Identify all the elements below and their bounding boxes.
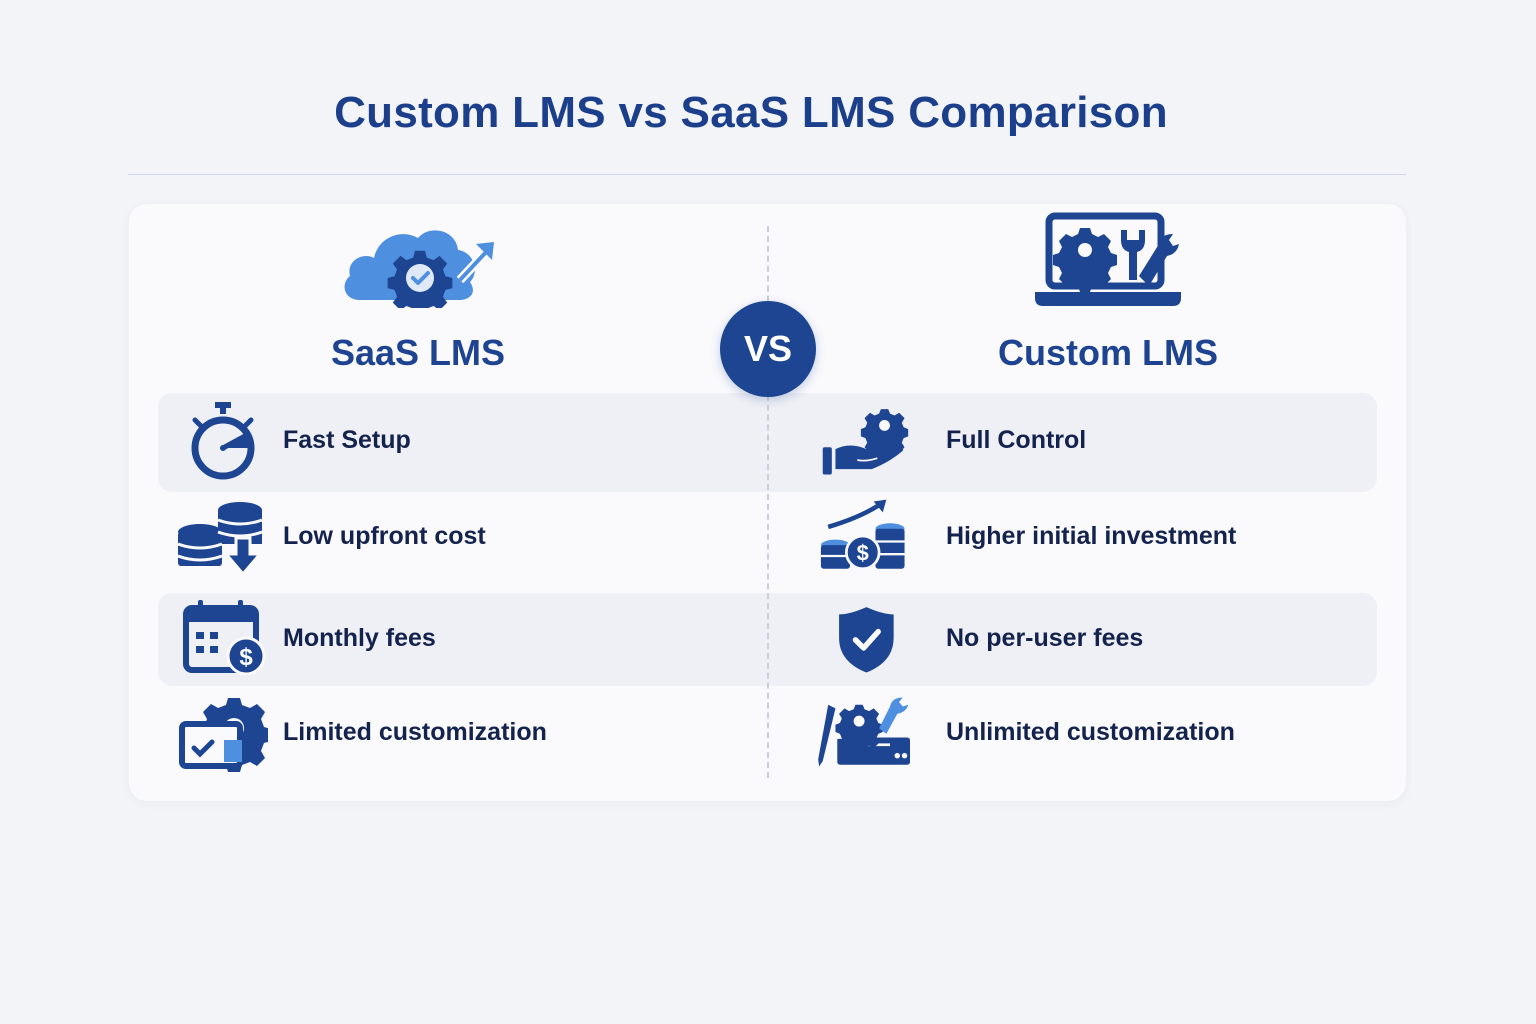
shield-check-icon xyxy=(810,598,910,678)
saas-column-header: SaaS LMS xyxy=(238,212,598,374)
center-divider xyxy=(767,226,769,778)
saas-item-limited-customization: Limited customization xyxy=(173,692,547,772)
item-label: Higher initial investment xyxy=(946,521,1237,550)
saas-item-fast-setup: Fast Setup xyxy=(173,400,411,480)
saas-item-monthly-fees: $ Monthly fees xyxy=(173,598,436,678)
item-label: Monthly fees xyxy=(283,623,436,652)
svg-text:$: $ xyxy=(239,644,253,671)
window-gear-check-icon xyxy=(173,692,273,772)
calendar-dollar-icon: $ xyxy=(173,598,273,678)
vs-badge: VS xyxy=(720,301,816,397)
custom-item-full-control: Full Control xyxy=(810,400,1086,480)
item-label: Limited customization xyxy=(283,717,547,746)
item-label: Fast Setup xyxy=(283,425,411,454)
cloud-gear-check-arrow-icon xyxy=(238,212,598,308)
custom-item-higher-initial-investment: $ Higher initial investment xyxy=(810,496,1236,576)
item-label: Unlimited customization xyxy=(946,717,1235,746)
custom-column-header: Custom LMS xyxy=(928,212,1288,374)
saas-item-low-upfront-cost: Low upfront cost xyxy=(173,496,486,576)
svg-text:$: $ xyxy=(857,541,869,566)
item-label: Low upfront cost xyxy=(283,521,486,550)
custom-item-unlimited-customization: Unlimited customization xyxy=(810,692,1235,772)
custom-item-no-per-user-fees: No per-user fees xyxy=(810,598,1143,678)
saas-lms-heading: SaaS LMS xyxy=(330,332,506,373)
title-divider xyxy=(128,174,1406,175)
item-label: Full Control xyxy=(946,425,1087,454)
item-label: No per-user fees xyxy=(946,623,1144,652)
pencil-gear-wrench-icon xyxy=(810,692,910,772)
custom-lms-heading: Custom LMS xyxy=(998,332,1218,373)
stopwatch-icon xyxy=(173,400,273,480)
coins-down-arrow-icon xyxy=(173,496,273,576)
hand-gear-icon xyxy=(810,400,910,480)
page-title: Custom LMS vs SaaS LMS Comparison xyxy=(334,88,1168,137)
coins-dollar-up-arrow-icon: $ xyxy=(810,496,910,576)
laptop-gear-wrench-icon xyxy=(928,212,1288,308)
